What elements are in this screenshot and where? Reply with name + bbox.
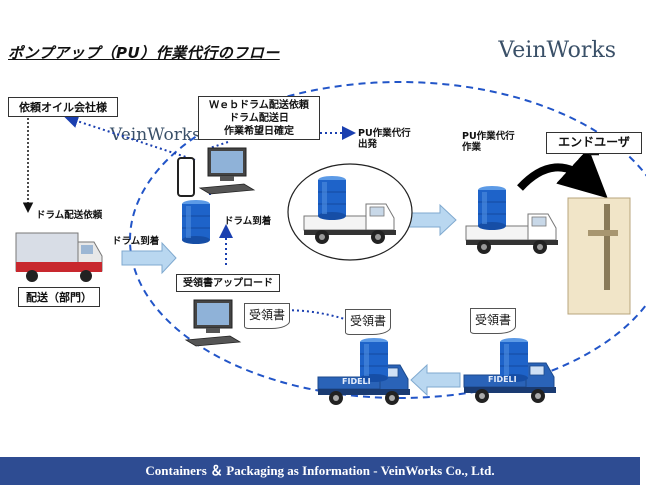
veinworks-logo: VeinWorks (498, 38, 616, 63)
receipt-doc-3: 受領書 (470, 308, 517, 334)
drum-arrival-pc-label: ドラム到着 (224, 216, 272, 227)
storage-tank (567, 197, 631, 315)
truck-brand-1: FIDELI (342, 377, 371, 386)
receipt-doc-1: 受領書 (244, 303, 291, 329)
web-request-line-2: ドラム配送日 (229, 113, 289, 124)
footer-banner: Containers ＆ Packaging as Information - … (0, 457, 640, 485)
pu-departure-line-1: PU作業代行 (358, 128, 411, 139)
process-cycle-ring (129, 81, 646, 399)
block-arrow-1 (121, 241, 177, 275)
oil-company-box: 依頼オイル会社様 (8, 97, 118, 117)
delivery-dept-box: 配送（部門） (18, 287, 100, 307)
web-request-box: Ｗｅｂドラム配送依頼 ドラム配送日 作業希望日確定 (198, 96, 320, 140)
arrived-drum (181, 199, 211, 245)
web-request-line-3: 作業希望日確定 (224, 126, 294, 137)
pu-work-line-2: 作業 (462, 142, 482, 153)
delivery-lorry (15, 232, 103, 282)
departure-circle (287, 163, 413, 261)
pu-work-label: PU作業代行 作業 (462, 131, 515, 153)
pu-work-line-1: PU作業代行 (462, 131, 515, 142)
drum-delivery-request-label: ドラム配送依頼 (36, 210, 103, 221)
receipt-doc-2: 受領書 (345, 309, 392, 335)
web-request-line-1: Ｗｅｂドラム配送依頼 (209, 100, 309, 111)
truck-brand-2: FIDELI (488, 375, 517, 384)
receipt-upload-box: 受領書アップロード (176, 274, 280, 292)
desktop-pc (199, 147, 255, 195)
smartphone (177, 157, 195, 197)
oil-to-web-arrow (64, 114, 196, 161)
end-user-box: エンドユーザー (546, 132, 642, 162)
pu-departure-label: PU作業代行 出発 (358, 128, 411, 150)
return-truck-drum-2 (359, 337, 389, 383)
upload-pc (185, 299, 241, 347)
block-arrow-2 (406, 203, 457, 237)
truck-drum-2 (477, 185, 507, 231)
block-arrow-3 (410, 363, 461, 397)
delivery-to-user-arrow (517, 148, 608, 199)
truck-drum-1 (317, 175, 347, 221)
page-title: ポンプアップ（PU）作業代行のフロー (8, 44, 280, 62)
web-link (209, 141, 229, 149)
drum-arrival-truck-label: ドラム到着 (112, 236, 160, 247)
pu-departure-line-2: 出発 (358, 139, 378, 150)
